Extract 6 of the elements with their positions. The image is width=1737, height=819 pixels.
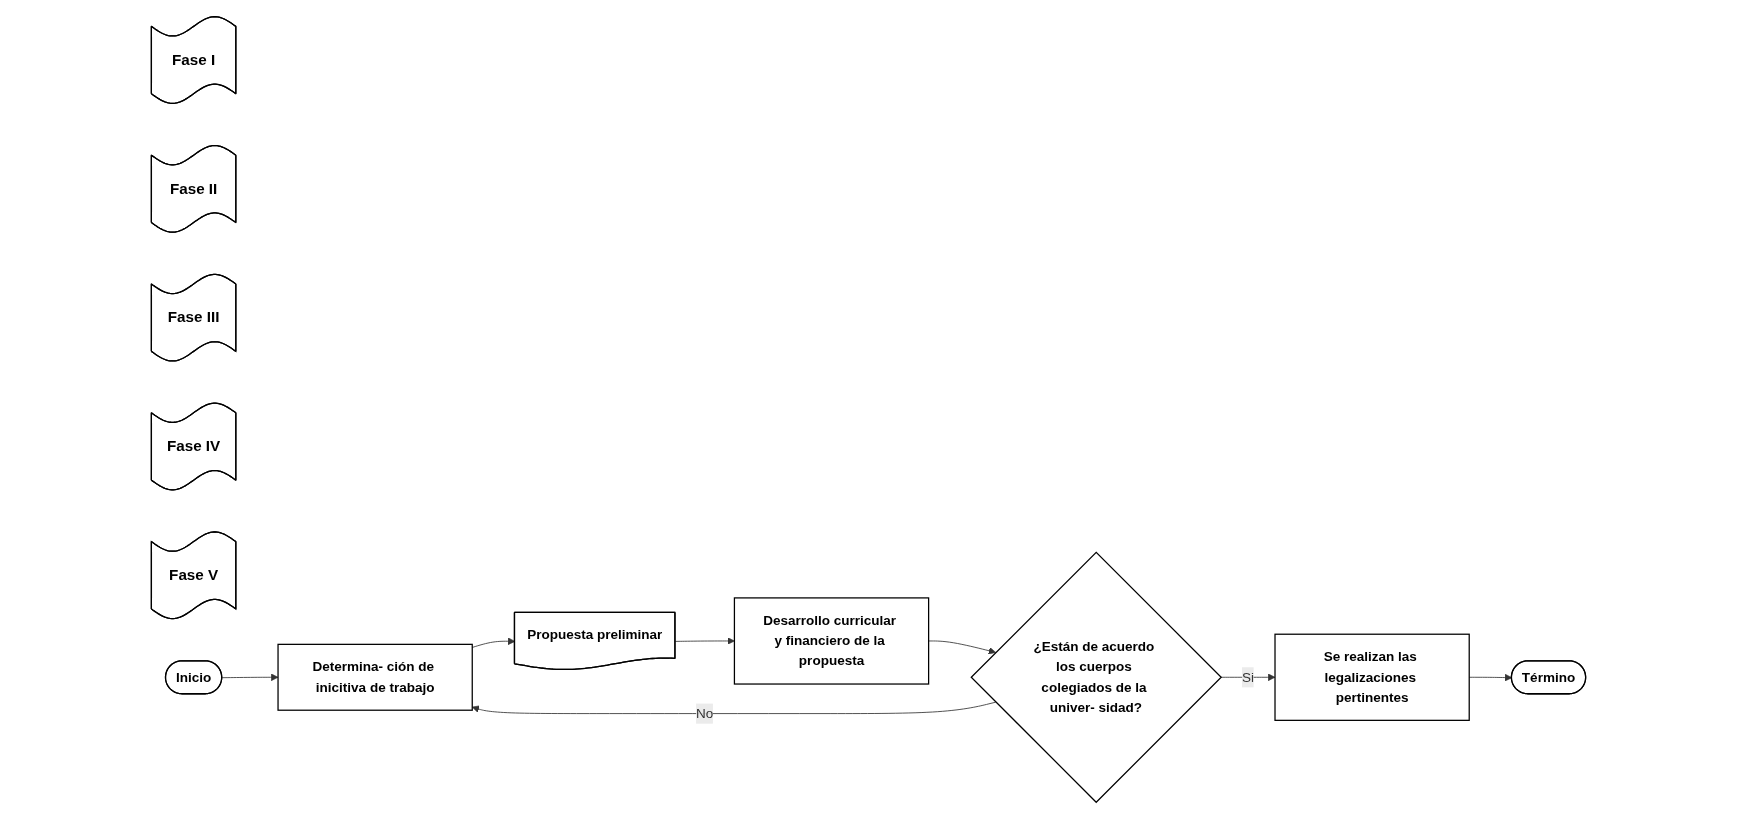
edge-label: No [696,705,714,721]
node-box: Determina- ción de inicitiva de trabajo [277,643,473,711]
node-box: Se realizan las legalizaciones pertinentes [1274,633,1470,721]
node-diamond: ¿Están de acuerdo los cuerpos colegiados de la univer- sidad? [970,551,1223,804]
node-box: Desarrollo curricular y financiero de la propuesta [733,597,930,685]
edge-label: Si [1241,669,1254,685]
